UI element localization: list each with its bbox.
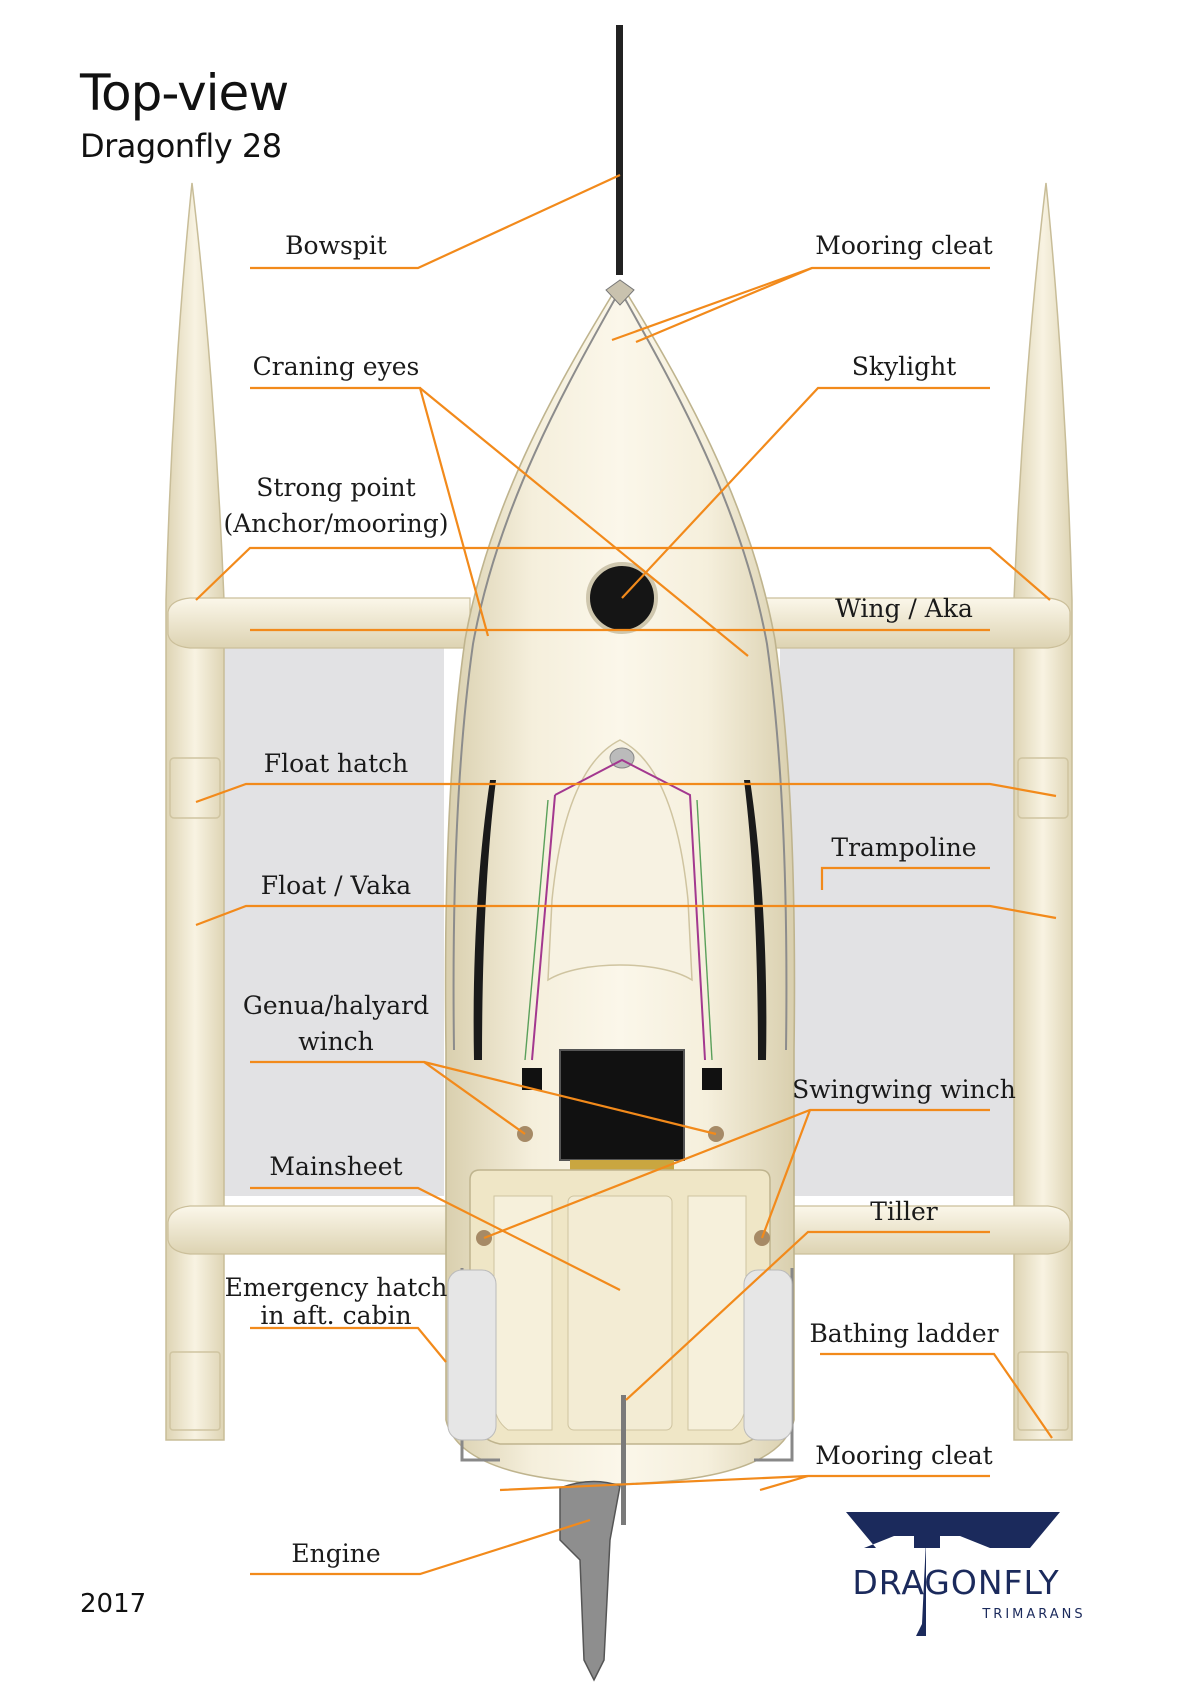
aka-aft-left [168,1206,470,1254]
leader-mooring-cleat-fwd-2 [636,268,812,342]
label-craning-eyes: Craning eyes [253,352,420,381]
label-mooring-cleat-fwd: Mooring cleat [815,231,992,260]
label-skylight: Skylight [852,352,957,381]
year-label: 2017 [80,1589,146,1619]
label-float-vaka: Float / Vaka [261,871,411,900]
aft-hatch-right [744,1270,792,1440]
label-emergency-hatch: Emergency hatch [225,1273,448,1302]
label-float-hatch: Float hatch [264,749,408,778]
label-strong-point-detail: (Anchor/mooring) [223,509,448,538]
aft-hatch-left [448,1270,496,1440]
dragonfly-logo: DRAGONFLY TRIMARANS [846,1512,1086,1636]
logo-wordmark: DRAGONFLY [852,1563,1059,1602]
label-strong-point: Strong point [256,473,415,502]
rope-clutch-right [702,1068,722,1090]
label-trampoline: Trampoline [831,833,976,862]
label-mainsheet: Mainsheet [269,1152,402,1181]
label-bathing-ladder: Bathing ladder [809,1319,998,1348]
label-mooring-cleat-aft: Mooring cleat [815,1441,992,1470]
companionway-hatch [560,1050,684,1160]
label-genua-winch: Genua/halyard [243,991,429,1020]
dragonfly-logo-icon [846,1512,1060,1548]
tiller [621,1395,626,1525]
logo-tagline: TRIMARANS [981,1607,1085,1622]
aka-forward-left [168,598,470,648]
page-title: Top-view [79,64,288,122]
label-swingwing-winch: Swingwing winch [792,1075,1016,1104]
trampoline-right [780,648,1018,1196]
outboard-engine [560,1481,620,1680]
cockpit-floor [568,1196,672,1430]
trampoline-left [222,648,444,1196]
label-engine: Engine [291,1539,380,1568]
label-bowspit: Bowspit [285,231,387,260]
bowsprit-pole [616,25,623,275]
leader-emergency-hatch [250,1328,446,1362]
label-emergency-hatch-line2: in aft. cabin [260,1301,411,1330]
label-tiller: Tiller [870,1197,937,1226]
label-genua-winch-line2: winch [298,1027,374,1056]
page-subtitle: Dragonfly 28 [80,127,282,165]
cockpit-seat-right [688,1196,746,1430]
label-wing-aka: Wing / Aka [835,594,973,623]
